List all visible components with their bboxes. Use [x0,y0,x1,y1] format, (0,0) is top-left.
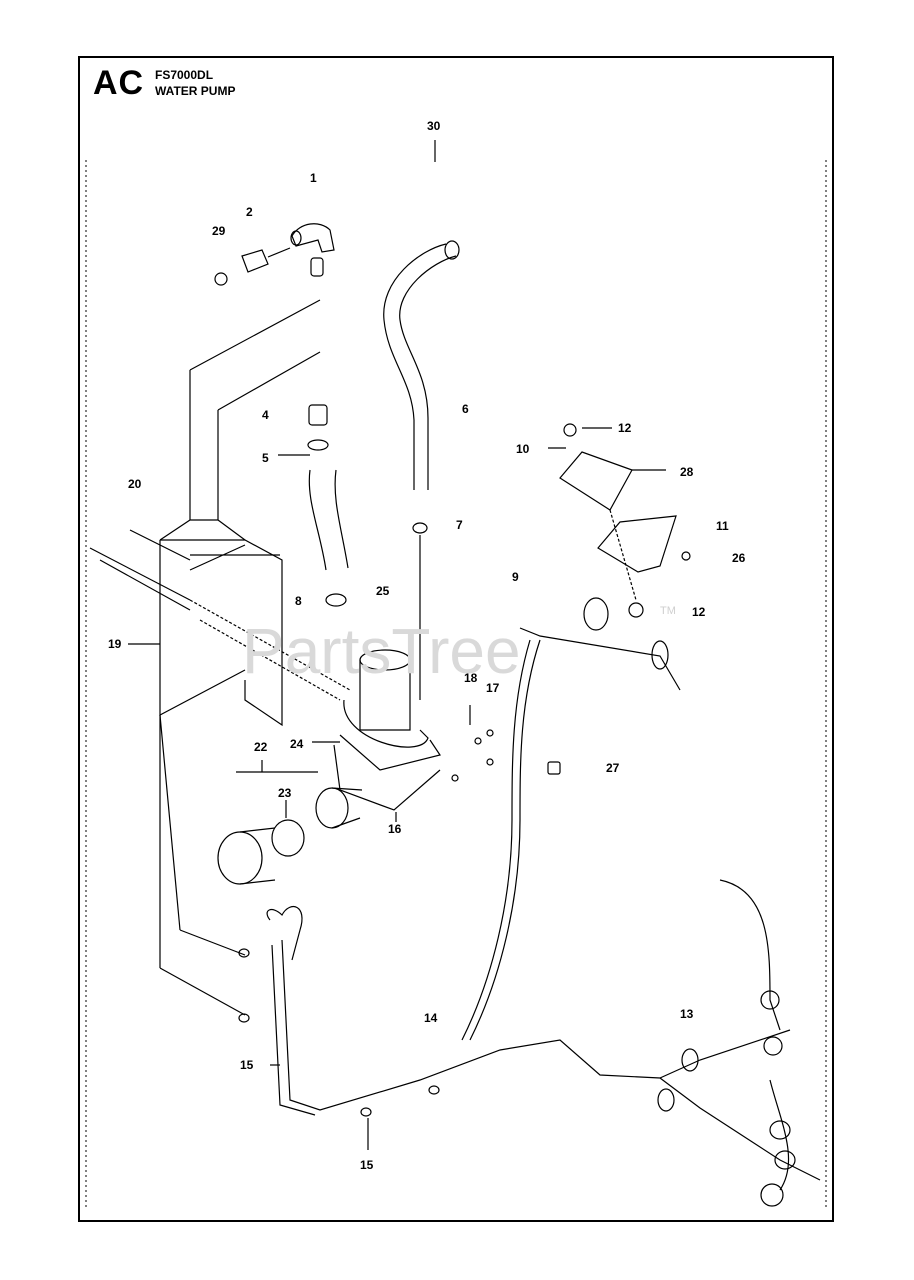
wiring-harness-upper [461,597,681,1041]
callout-4: 4 [262,408,269,422]
callout-14: 14 [424,1011,438,1025]
hose-adapter [214,247,291,286]
wiring-harness-main [238,879,821,1207]
callout-5: 5 [262,451,269,465]
mounting-bracket [89,299,351,1016]
elbow-fitting [290,223,335,277]
callout-18: 18 [464,671,478,685]
callout-20: 20 [128,477,142,491]
callout-15a: 15 [240,1058,254,1072]
callout-27: 27 [606,761,620,775]
callout-8: 8 [295,594,302,608]
callout-29: 29 [212,224,226,238]
callout-28: 28 [680,465,694,479]
diagram-subtitle: WATER PUMP [155,84,236,98]
callout-10: 10 [516,442,530,456]
model-number: FS7000DL [155,68,214,82]
mounting-plates [548,423,691,618]
callout-24: 24 [290,737,304,751]
callout-1: 1 [310,171,317,185]
callout-26: 26 [732,551,746,565]
callout-9: 9 [512,570,519,584]
callout-2: 2 [246,205,253,219]
section-code: AC [93,64,145,102]
callout-7: 7 [456,518,463,532]
callout-23: 23 [278,786,292,800]
callout-13: 13 [680,1007,694,1021]
callout-16: 16 [388,822,402,836]
callout-19: 19 [108,637,122,651]
callout-22: 22 [254,740,268,754]
callout-12b: 12 [692,605,706,619]
callout-15b: 15 [360,1158,374,1172]
callout-25: 25 [376,584,390,598]
short-hose [308,469,349,571]
callout-12a: 12 [618,421,632,435]
watermark: PartsTree [242,615,521,687]
callout-17: 17 [486,681,500,695]
callout-30: 30 [427,119,441,133]
watermark-tm: TM [660,605,676,617]
hose-upper [383,243,447,490]
drawing-frame [78,56,834,1222]
callout-11: 11 [716,519,729,533]
pump-motor [312,649,441,822]
callout-6: 6 [462,402,469,416]
